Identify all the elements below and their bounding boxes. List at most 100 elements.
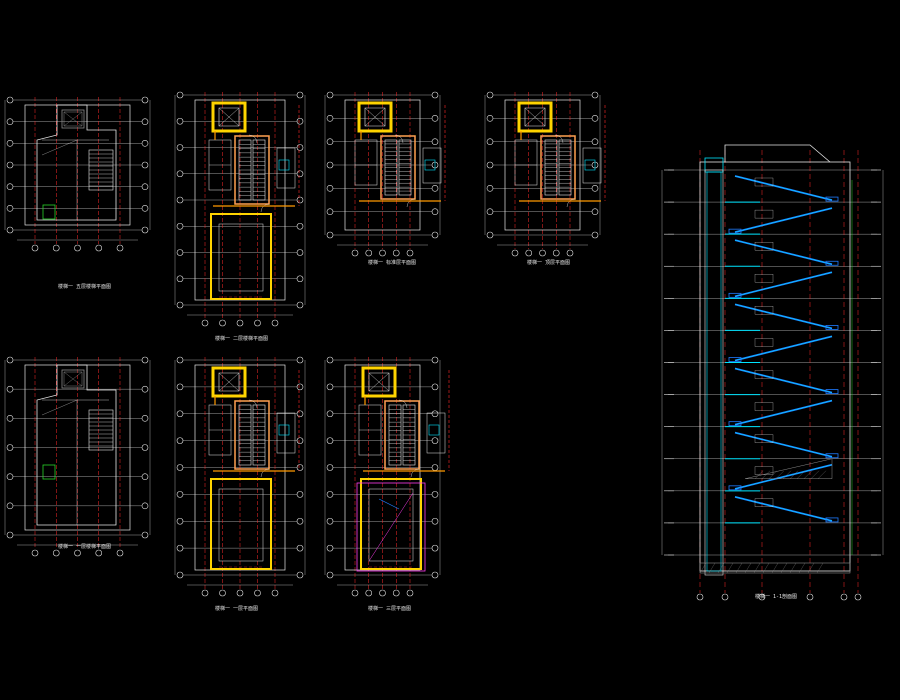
door-opening xyxy=(754,177,774,187)
axis-bubble xyxy=(431,544,439,552)
hatch-line xyxy=(699,562,707,574)
axis-bubble xyxy=(176,491,184,498)
axis-bubble xyxy=(326,517,334,525)
axis-bubble xyxy=(6,226,14,234)
axis-bubble xyxy=(591,115,599,122)
hatch-line xyxy=(754,470,764,479)
axis-bubble xyxy=(6,385,14,393)
door-opening xyxy=(754,434,774,443)
hatch-line xyxy=(708,562,716,574)
axis-bubble xyxy=(365,589,373,597)
stair-landing xyxy=(825,517,839,523)
axis-bubble xyxy=(74,244,81,252)
axis-bubble xyxy=(6,183,14,190)
diagonal-guide xyxy=(368,492,414,562)
axis-bubble xyxy=(486,208,494,215)
axis-bubble xyxy=(296,464,304,471)
axis-bubble xyxy=(379,249,386,257)
axis-bubble xyxy=(326,91,334,99)
stair-landing xyxy=(728,292,742,298)
stair-landing xyxy=(728,485,742,491)
axis-bubble xyxy=(176,544,184,552)
axis-bubble xyxy=(326,464,334,471)
axis-bubble xyxy=(486,115,494,122)
axis-bubble xyxy=(431,410,439,418)
stair-core-inner xyxy=(380,135,416,200)
room-fixture xyxy=(42,204,56,220)
axis-bubble xyxy=(296,356,304,364)
stair-landing xyxy=(825,389,839,394)
axis-bubble xyxy=(296,144,304,151)
sheet-title-section: 楼梯一 1-1剖面图 xyxy=(755,593,797,600)
axis-bubble xyxy=(116,549,124,557)
elevator-shaft xyxy=(61,109,85,129)
axis-bubble xyxy=(486,91,494,99)
stair-plan-sheet-a1 xyxy=(4,96,151,252)
axis-bubble xyxy=(296,222,304,230)
axis-bubble xyxy=(296,275,304,283)
axis-bubble xyxy=(296,410,304,418)
sheet-title-b1: 楼梯一 一层楼梯平面图 xyxy=(58,543,111,550)
axis-bubble xyxy=(431,185,439,192)
axis-bubble xyxy=(326,161,334,169)
sheet-title-a2: 楼梯一 二层楼梯平面图 xyxy=(215,335,268,342)
plan-outline xyxy=(504,99,581,231)
axis-bubble xyxy=(31,244,39,252)
sheet-title-a4: 楼梯一 顶层平面图 xyxy=(527,259,570,266)
hatch-line xyxy=(789,562,797,574)
axis-bubble xyxy=(326,544,334,552)
hatch-line xyxy=(744,562,752,574)
axis-bubble xyxy=(141,444,149,451)
stair-landing xyxy=(825,196,839,202)
side-room xyxy=(354,139,378,186)
axis-bubble xyxy=(326,185,334,192)
axis-bubble xyxy=(176,144,184,151)
room-fixture xyxy=(42,464,56,480)
shaft xyxy=(278,424,290,436)
stair-handrail xyxy=(734,175,833,201)
hatch-line xyxy=(817,470,827,479)
axis-bubble xyxy=(201,589,209,597)
elevator-cross xyxy=(218,107,240,127)
stair-plan-sheet-b1 xyxy=(4,356,151,557)
axis-bubble xyxy=(141,205,149,212)
door-opening xyxy=(754,209,774,219)
axis-bubble xyxy=(392,589,400,597)
stair-landing xyxy=(728,228,742,234)
hatch-line xyxy=(803,470,813,479)
axis-bubble xyxy=(95,244,103,252)
axis-bubble xyxy=(406,249,414,257)
stair-handrail xyxy=(734,464,833,490)
stair-landing xyxy=(728,357,742,362)
axis-bubble xyxy=(806,593,814,601)
axis-bubble xyxy=(326,356,334,364)
axis-bubble xyxy=(52,549,60,557)
section-outline xyxy=(699,161,851,572)
side-room xyxy=(582,147,602,184)
axis-bubble xyxy=(141,226,149,234)
side-room xyxy=(422,147,442,184)
door-opening xyxy=(754,306,774,315)
axis-bubble xyxy=(296,170,304,178)
axis-bubble xyxy=(176,517,184,525)
stair-core-inner xyxy=(540,135,576,200)
axis-bubble xyxy=(486,231,494,239)
axis-bubble xyxy=(431,517,439,525)
stair-plan-sheet-a3 xyxy=(324,91,446,257)
axis-bubble xyxy=(758,593,766,601)
stair-handrail xyxy=(734,239,833,265)
axis-bubble xyxy=(141,356,149,364)
hatch-line xyxy=(782,470,792,479)
axis-bubble xyxy=(31,549,39,557)
hatch-line xyxy=(771,562,779,574)
axis-bubble xyxy=(296,544,304,552)
axis-bubble xyxy=(566,249,574,257)
hatch-line xyxy=(753,562,761,574)
axis-bubble xyxy=(296,301,304,309)
axis-bubble xyxy=(591,185,599,192)
axis-bubble xyxy=(141,118,149,125)
elevator-shaft-wall xyxy=(361,366,397,398)
axis-bubble xyxy=(6,502,14,510)
axis-bubble xyxy=(326,410,334,418)
axis-bubble xyxy=(406,589,414,597)
